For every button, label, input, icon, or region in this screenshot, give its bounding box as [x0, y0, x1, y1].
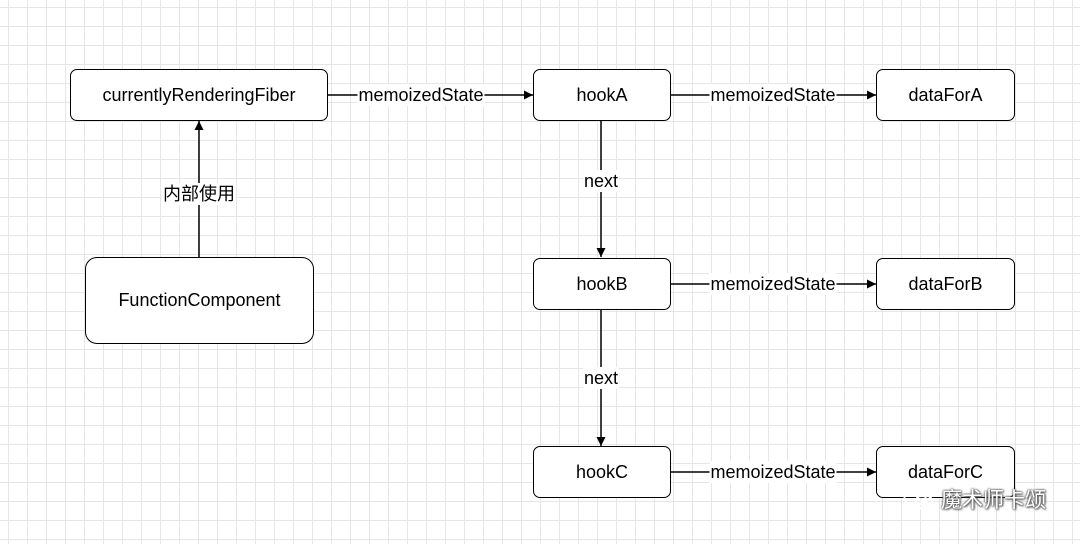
edge-label-hookb-datab: memoizedState — [709, 273, 837, 295]
edge-label-hookc-datac: memoizedState — [709, 461, 837, 483]
node-data-for-a[interactable]: dataForA — [876, 69, 1015, 121]
edge-label-hooka-dataa: memoizedState — [709, 84, 837, 106]
node-data-for-c[interactable]: dataForC — [876, 446, 1015, 498]
node-hook-c[interactable]: hookC — [533, 446, 671, 498]
watermark-text: 魔术师卡颂 — [941, 489, 1046, 512]
node-data-for-b[interactable]: dataForB — [876, 258, 1015, 310]
edge-label-fc-crf: 内部使用 — [162, 183, 236, 205]
watermark: 魔术师卡颂 — [903, 484, 1046, 514]
edge-label-crf-hooka: memoizedState — [357, 84, 485, 106]
edge-label-hooka-hookb: next — [582, 170, 620, 192]
node-function-component[interactable]: FunctionComponent — [85, 257, 314, 344]
node-hook-b[interactable]: hookB — [533, 258, 671, 310]
wechat-icon — [903, 486, 935, 512]
node-hook-a[interactable]: hookA — [533, 69, 671, 121]
node-currently-rendering-fiber[interactable]: currentlyRenderingFiber — [70, 69, 328, 121]
edge-label-hookb-hookc: next — [582, 367, 620, 389]
